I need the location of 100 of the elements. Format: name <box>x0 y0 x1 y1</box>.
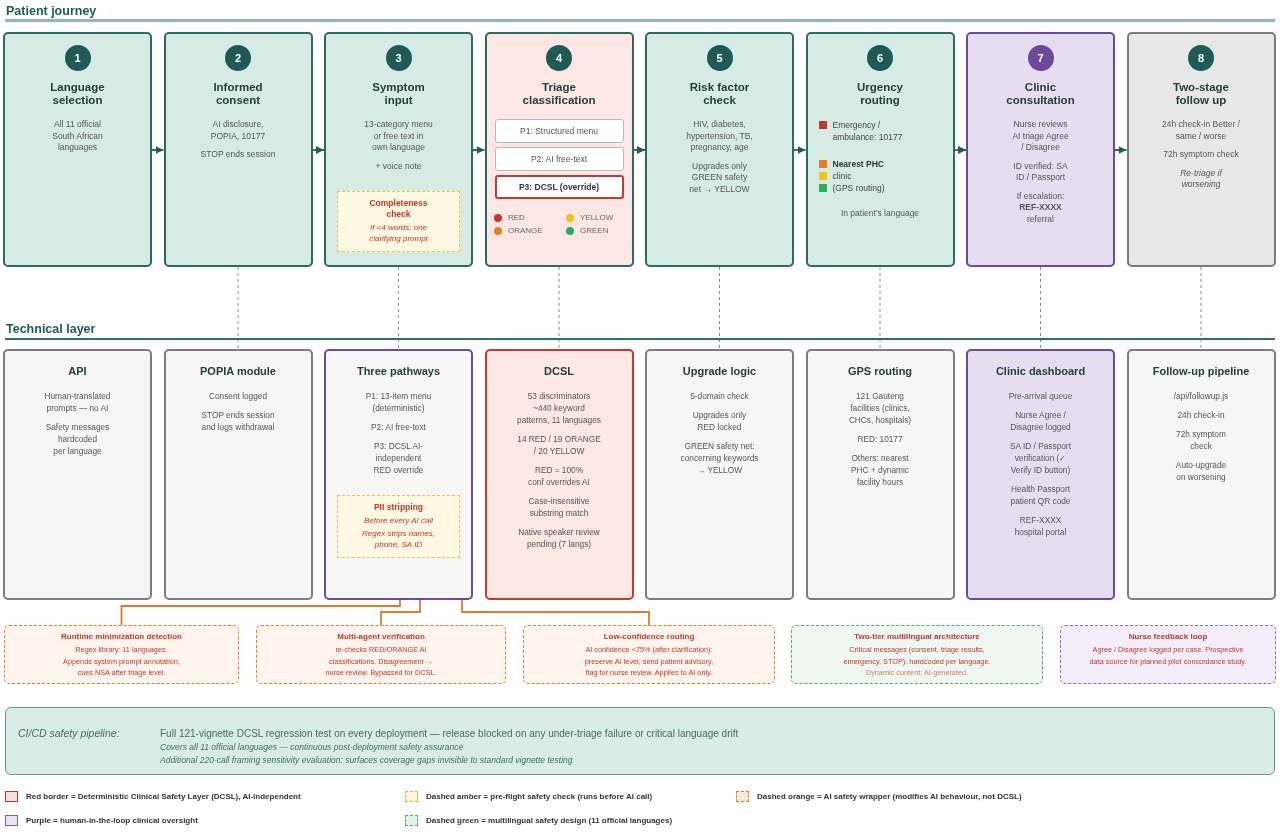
step-title: Informed consent <box>212 81 264 107</box>
module-card <box>484 349 634 600</box>
module-text: 121 Gauteng facilities (clinics, CHCs, hospitals) <box>847 390 913 426</box>
module-text: P1: 13-item menu (deterministic) <box>364 390 433 414</box>
module-title: Upgrade logic <box>682 365 757 378</box>
arrow <box>311 146 325 154</box>
module-title: Follow-up pipeline <box>1152 365 1250 378</box>
step-title: Urgency routing <box>856 81 904 107</box>
module-text: P2: AI free-text <box>371 421 426 433</box>
wrapper-title: Two-tier multilingual architecture <box>854 632 980 642</box>
step-text: HIV, diabetes, hypertension, TB, pregnancy, age <box>685 119 754 154</box>
dashed-connector <box>1200 266 1202 350</box>
module-text: 24h check-in <box>1177 409 1225 421</box>
step-text: AI disclosure, POPIA, 10177 <box>209 119 267 142</box>
step-title: Triage classification <box>521 81 597 107</box>
module-card <box>805 349 955 600</box>
step-title: Language selection <box>49 81 106 107</box>
step-title: Risk factor check <box>688 81 751 107</box>
module-text: RED = 100% conf overrides AI <box>527 464 591 488</box>
module-card <box>1126 349 1276 600</box>
arrow <box>793 146 807 154</box>
note-title: Completeness check <box>368 198 429 220</box>
legend-text: Dashed green = multilingual safety design (11 official languages) <box>426 816 673 825</box>
legend-text: Dashed amber = pre-flight safety check (runs before AI call) <box>426 792 653 801</box>
section-heading: Patient journey <box>6 4 97 18</box>
step-number-circle: 7 <box>1027 45 1054 71</box>
dashed-connector <box>719 266 720 350</box>
safety-wrapper-box <box>791 625 1043 684</box>
module-title: DCSL <box>544 365 574 378</box>
module-text: Upgrades only RED locked <box>691 409 748 433</box>
module-text: 53 discriminators ~440 keyword patterns, 11 languages <box>516 390 602 426</box>
legend-text: Purple = human-in-the-loop clinical oversight <box>26 816 198 825</box>
module-card <box>3 349 152 600</box>
pathway-box: P1: Structured menu <box>494 119 624 143</box>
legend-text: Dashed orange = AI safety wrapper (modifies AI behaviour, not DCSL) <box>757 792 1022 801</box>
safety-wrapper-box <box>256 625 506 684</box>
connector-line <box>380 599 421 626</box>
module-text: Pre-arrival queue <box>1008 390 1073 402</box>
safety-wrapper-box <box>523 625 775 684</box>
step-number-circle: 6 <box>867 45 893 71</box>
step-card <box>805 32 955 267</box>
module-text: /api/followup.js <box>1173 390 1229 402</box>
arrow <box>953 146 967 154</box>
module-card <box>324 349 473 600</box>
step-number-circle: 5 <box>706 45 733 71</box>
pipeline-text: Full 121-vignette DCSL regression test on every deployment — release blocked on any under-triage failure or critical language drift <box>160 727 739 739</box>
module-title: Three pathways <box>356 365 441 378</box>
triage-level-label: ORANGE <box>508 226 543 235</box>
route-text: Nearest PHC <box>832 158 884 170</box>
step-card <box>3 32 152 267</box>
step-title: Clinic consultation <box>1005 81 1076 107</box>
module-text: Others: nearest PHC + dynamic facility hours <box>850 452 910 488</box>
wrapper-title: Nurse feedback loop <box>1128 632 1208 642</box>
wrapper-title: Multi-agent verification <box>337 632 425 642</box>
arrow <box>632 146 646 154</box>
dashed-connector <box>558 266 560 350</box>
arrow <box>151 146 165 154</box>
dashed-connector <box>1040 266 1041 350</box>
module-text: GREEN safety net: concerning keywords → YELLOW <box>679 440 760 476</box>
pathway-box: P3: DCSL (override) <box>494 175 624 199</box>
check-note-box <box>337 495 460 558</box>
module-title: POPIA module <box>200 365 276 378</box>
module-text: P3: DCSL AI-independent RED override <box>372 440 425 476</box>
connector-line <box>120 599 401 626</box>
connector-line <box>461 599 650 626</box>
step-card <box>163 32 313 267</box>
module-text: 14 RED / 19 ORANGE / 20 YELLOW <box>516 433 602 457</box>
step-card <box>645 32 794 267</box>
step-number-circle: 2 <box>225 45 251 71</box>
note-text: If <4 words: one clarifying prompt <box>368 222 429 244</box>
route-text: (GPS routing) <box>832 182 885 194</box>
step-number-circle: 4 <box>546 45 572 71</box>
step-number-circle: 1 <box>64 45 91 71</box>
pipeline-text: Covers all 11 official languages — continuous post-deployment safety assurance <box>160 742 464 752</box>
module-card <box>645 349 794 600</box>
route-text: clinic <box>832 170 852 182</box>
module-text: 5-domain check <box>690 390 749 402</box>
step-title: Two-stage follow up <box>1172 81 1230 107</box>
module-text: Nurse Agree / Disagree logged <box>1009 409 1072 433</box>
triage-level-label: GREEN <box>580 226 609 235</box>
triage-level-label: YELLOW <box>580 213 614 222</box>
wrapper-title: Runtime minimization detection <box>61 632 182 642</box>
module-text: Safety messages hardcoded per language <box>44 421 111 457</box>
step-text: If escalation: REF-XXXX referral <box>1015 190 1066 225</box>
step-text: 72h symptom check <box>1163 149 1239 161</box>
note-text: Before every AI call <box>363 515 434 526</box>
wrapper-title: Low-confidence routing <box>603 632 695 642</box>
step-text: ID verified: SA ID / Passport <box>1012 160 1069 184</box>
safety-wrapper-box <box>4 625 239 684</box>
legend-text: Red border = Deterministic Clinical Safety Layer (DCSL), AI-independent <box>26 792 301 801</box>
triage-level-label: RED <box>508 213 525 222</box>
module-text: REF-XXXX hospital portal <box>1013 514 1068 538</box>
step-text: Re-triage if worsening <box>1179 167 1224 191</box>
dashed-connector <box>879 266 881 350</box>
module-text: Native speaker review pending (7 langs) <box>517 526 601 550</box>
step-text: In patient's language <box>840 208 920 220</box>
module-title: Clinic dashboard <box>995 365 1086 378</box>
pipeline-banner <box>5 707 1275 775</box>
dashed-connector <box>237 266 239 350</box>
module-text: RED: 10177 <box>857 433 903 445</box>
